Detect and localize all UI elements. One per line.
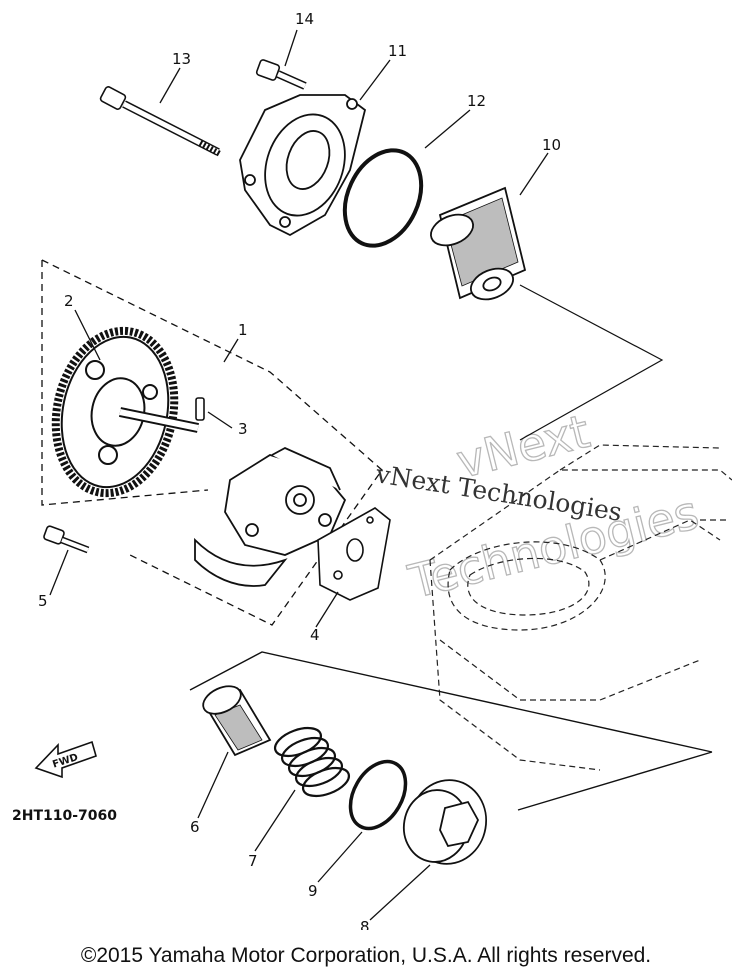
pump-body xyxy=(194,446,347,587)
strainer-assembly-boundary xyxy=(189,651,713,811)
pump-assembly-boundary xyxy=(41,259,383,626)
pump-screw xyxy=(43,525,90,554)
callout-4: 4 xyxy=(310,626,320,644)
oil-strainer xyxy=(202,685,272,757)
leader-lines xyxy=(49,29,549,921)
pump-gasket xyxy=(317,507,391,601)
dowel-pin xyxy=(195,397,205,421)
filter-cover xyxy=(239,94,367,237)
part-code: 2HT110-7060 xyxy=(12,808,117,824)
bolt-long xyxy=(99,86,222,157)
callout-1: 1 xyxy=(238,321,248,339)
callout-5: 5 xyxy=(38,592,48,610)
callout-10: 10 xyxy=(542,136,561,154)
pump-drive-gear xyxy=(51,326,200,498)
callout-9: 9 xyxy=(308,882,318,900)
callout-11: 11 xyxy=(388,42,407,60)
drain-plug xyxy=(402,779,488,865)
o-ring-small xyxy=(348,759,408,831)
callout-6: 6 xyxy=(190,818,200,836)
callouts: 14 13 11 12 10 1 2 3 5 4 6 7 9 8 2HT110-… xyxy=(12,10,561,930)
compression-spring xyxy=(273,726,351,798)
callout-13: 13 xyxy=(172,50,191,68)
callout-3: 3 xyxy=(238,420,248,438)
callout-12: 12 xyxy=(467,92,486,110)
oil-filter-element xyxy=(430,186,527,301)
callout-7: 7 xyxy=(248,852,258,870)
forward-direction-arrow: FWD xyxy=(34,740,97,779)
o-ring-large xyxy=(342,148,424,248)
callout-8: 8 xyxy=(360,918,370,930)
cylinder-block xyxy=(429,444,732,771)
callout-2: 2 xyxy=(64,292,74,310)
parts-diagram: vNext Technologies xyxy=(12,10,732,930)
callout-14: 14 xyxy=(295,10,314,28)
copyright-notice: ©2015 Yamaha Motor Corporation, U.S.A. A… xyxy=(80,944,652,967)
bolt-short xyxy=(255,59,307,90)
assembly-lines xyxy=(519,284,664,441)
